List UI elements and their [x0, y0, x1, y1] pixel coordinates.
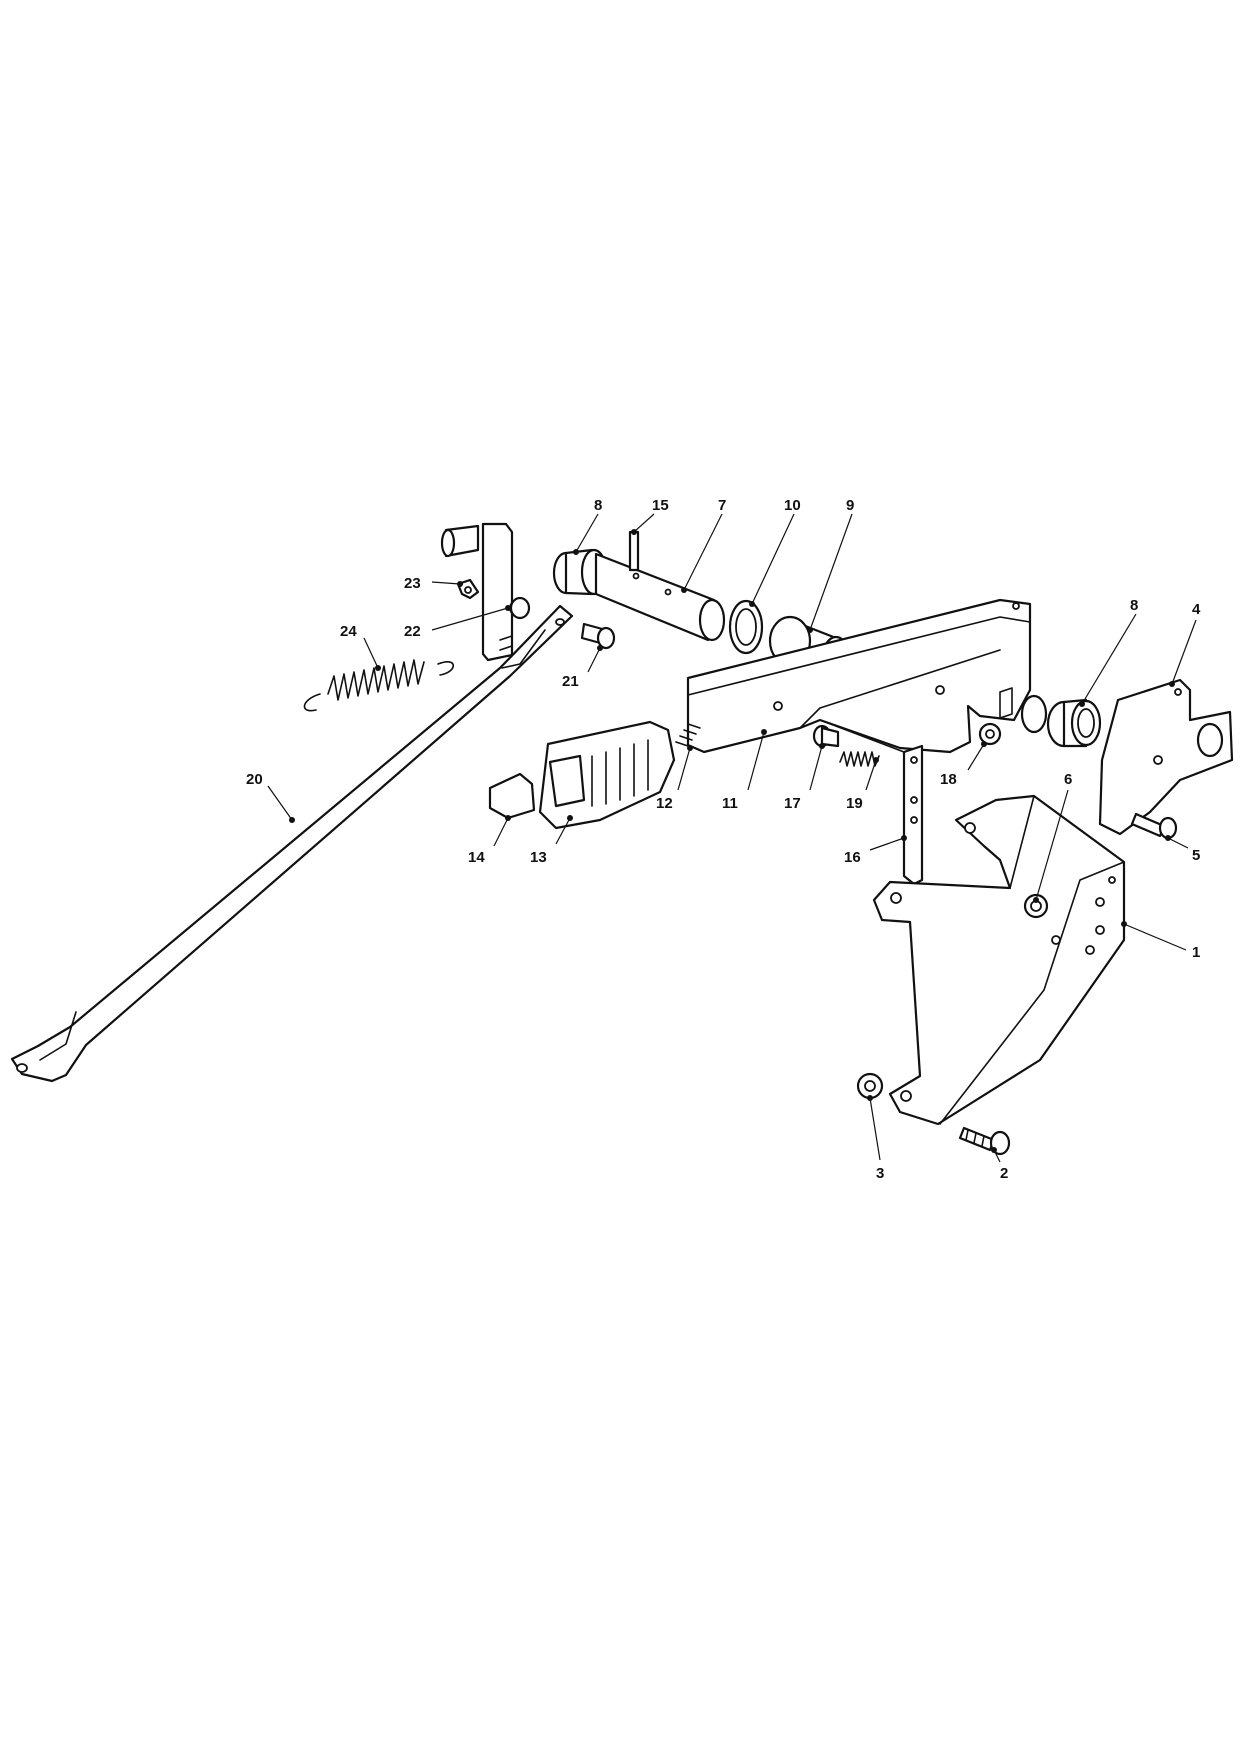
callout-24-label: 24 — [340, 623, 357, 640]
part-24-spring — [303, 659, 455, 712]
callout-3: 3 — [867, 1095, 884, 1182]
callout-17: 17 — [784, 743, 825, 812]
callout-17-label: 17 — [784, 795, 801, 812]
callout-19: 19 — [846, 757, 879, 812]
callout-21: 21 — [562, 645, 603, 690]
callout-12: 12 — [656, 745, 693, 812]
pivot-plate — [440, 522, 527, 662]
part-13-pedal-grip — [538, 720, 676, 830]
callout-1: 1 — [1121, 921, 1200, 961]
callout-15: 15 — [631, 497, 669, 535]
callout-22-label: 22 — [404, 623, 421, 640]
callout-16-label: 16 — [844, 849, 861, 866]
callout-13-label: 13 — [530, 849, 547, 866]
callout-9: 9 — [807, 497, 854, 633]
part-10-washer — [728, 599, 764, 655]
callout-23-label: 23 — [404, 575, 421, 592]
part-1-bracket — [872, 794, 1126, 1126]
callout-5-label: 5 — [1192, 847, 1200, 864]
part-7-shaft — [594, 552, 726, 642]
callout-19-label: 19 — [846, 795, 863, 812]
callout-24: 24 — [340, 623, 381, 671]
callout-21-label: 21 — [562, 673, 579, 690]
callout-22: 22 — [404, 605, 511, 640]
callout-10: 10 — [749, 497, 801, 607]
callout-12-label: 12 — [656, 795, 673, 812]
callout-layer: 1 2 3 4 5 6 7 — [246, 497, 1201, 1182]
part-23-clip — [456, 578, 480, 600]
callout-3-label: 3 — [876, 1165, 884, 1182]
callout-8b: 8 — [1079, 597, 1138, 707]
callout-6-label: 6 — [1064, 771, 1072, 788]
callout-14-label: 14 — [468, 849, 485, 866]
callout-10-label: 10 — [784, 497, 801, 514]
callout-5: 5 — [1165, 835, 1200, 864]
callout-11-label: 11 — [722, 795, 738, 812]
part-20-lever-rod — [10, 604, 574, 1083]
callout-18: 18 — [940, 741, 987, 788]
callout-18-label: 18 — [940, 771, 957, 788]
callout-2-label: 2 — [1000, 1165, 1008, 1182]
part-12-stud — [675, 723, 701, 747]
part-5-bolt — [1130, 812, 1178, 840]
callout-23: 23 — [404, 575, 463, 592]
callout-11: 11 — [722, 729, 767, 812]
callout-9-label: 9 — [846, 497, 854, 514]
part-11-main-arm — [686, 598, 1048, 754]
part-8-bushing-right — [1046, 698, 1102, 748]
callout-4: 4 — [1169, 601, 1201, 687]
callout-14: 14 — [468, 815, 511, 866]
part-15-pin — [628, 530, 640, 572]
part-16-link-plate — [819, 719, 924, 886]
callout-8b-label: 8 — [1130, 597, 1138, 614]
callout-4-label: 4 — [1192, 601, 1201, 618]
part-14-pedal-cap — [488, 772, 536, 820]
part-21-pin-bolt — [580, 622, 616, 650]
callout-6: 6 — [1033, 771, 1072, 903]
part-17-bolt — [812, 724, 840, 748]
part-18-nut — [978, 722, 1002, 746]
callout-15-label: 15 — [652, 497, 669, 514]
part-19-spring — [839, 751, 880, 767]
callout-1-label: 1 — [1192, 944, 1200, 961]
callout-2: 2 — [991, 1147, 1008, 1182]
callout-7-label: 7 — [718, 497, 726, 514]
callout-16: 16 — [844, 835, 907, 866]
callout-7: 7 — [681, 497, 726, 593]
part-6-nut — [1023, 893, 1049, 919]
callout-20-label: 20 — [246, 771, 263, 788]
part-2-bolt — [958, 1126, 1011, 1156]
part-4-side-plate — [1098, 678, 1234, 836]
callout-20: 20 — [246, 771, 295, 823]
callout-8a-label: 8 — [594, 497, 602, 514]
callout-8a: 8 — [573, 497, 602, 555]
part-3-nut — [856, 1072, 884, 1100]
callout-13: 13 — [530, 815, 573, 866]
part-22-washer — [509, 596, 531, 620]
